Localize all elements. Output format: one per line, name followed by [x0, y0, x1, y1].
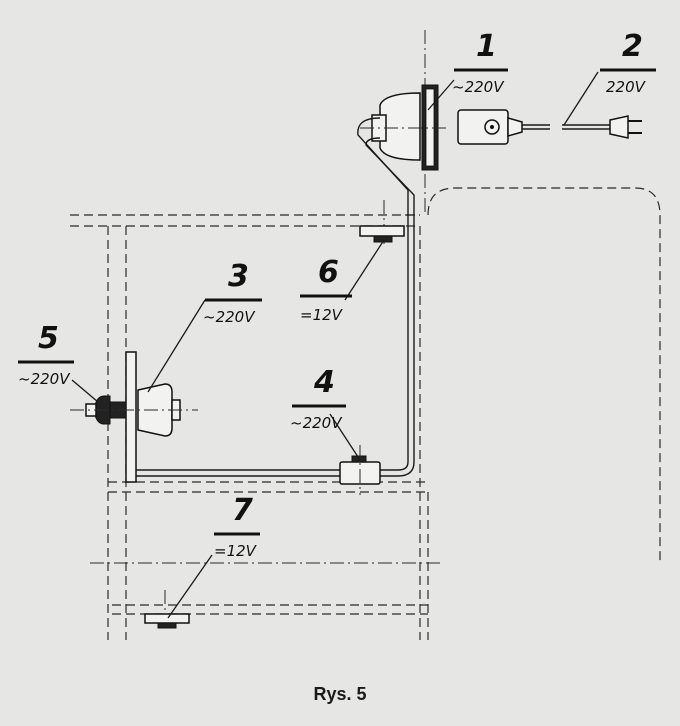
component-2-plug [457, 109, 642, 145]
component-4-junction-box [339, 445, 381, 495]
component-5-switch [70, 395, 130, 425]
callout-2-voltage: 220V [606, 78, 647, 96]
callout-6-voltage: =12V [300, 306, 344, 324]
callout-4-number: 4 [313, 365, 335, 400]
callout-3: 3 ~220V [203, 259, 262, 326]
component-6-lamp [359, 225, 405, 243]
component-1-device [360, 84, 450, 171]
component-3-motor [120, 351, 198, 483]
component-7-lamp [144, 613, 190, 629]
callout-6: 6 =12V [300, 255, 352, 324]
callout-4: 4 ~220V [290, 365, 346, 432]
callout-1-voltage: ~220V [452, 78, 505, 96]
callout-2: 2 220V [600, 29, 656, 96]
callout-5-voltage: ~220V [18, 370, 71, 388]
callout-1-number: 1 [476, 29, 497, 64]
leader-lines [71, 71, 599, 619]
callout-4-voltage: ~220V [290, 414, 343, 432]
callout-5: 5 ~220V [18, 321, 74, 388]
callout-6-number: 6 [318, 255, 339, 290]
callout-2-number: 2 [622, 29, 643, 64]
callout-1: 1 ~220V [452, 29, 508, 96]
figure-caption: Rys. 5 [313, 684, 366, 704]
cabinet-outline [70, 30, 661, 640]
wire-run [136, 117, 415, 477]
callout-7-number: 7 [232, 493, 253, 528]
callout-3-number: 3 [228, 259, 249, 294]
callout-7-voltage: =12V [214, 542, 258, 560]
callout-5-number: 5 [38, 321, 59, 356]
callout-7: 7 =12V [214, 493, 260, 560]
callout-3-voltage: ~220V [203, 308, 256, 326]
